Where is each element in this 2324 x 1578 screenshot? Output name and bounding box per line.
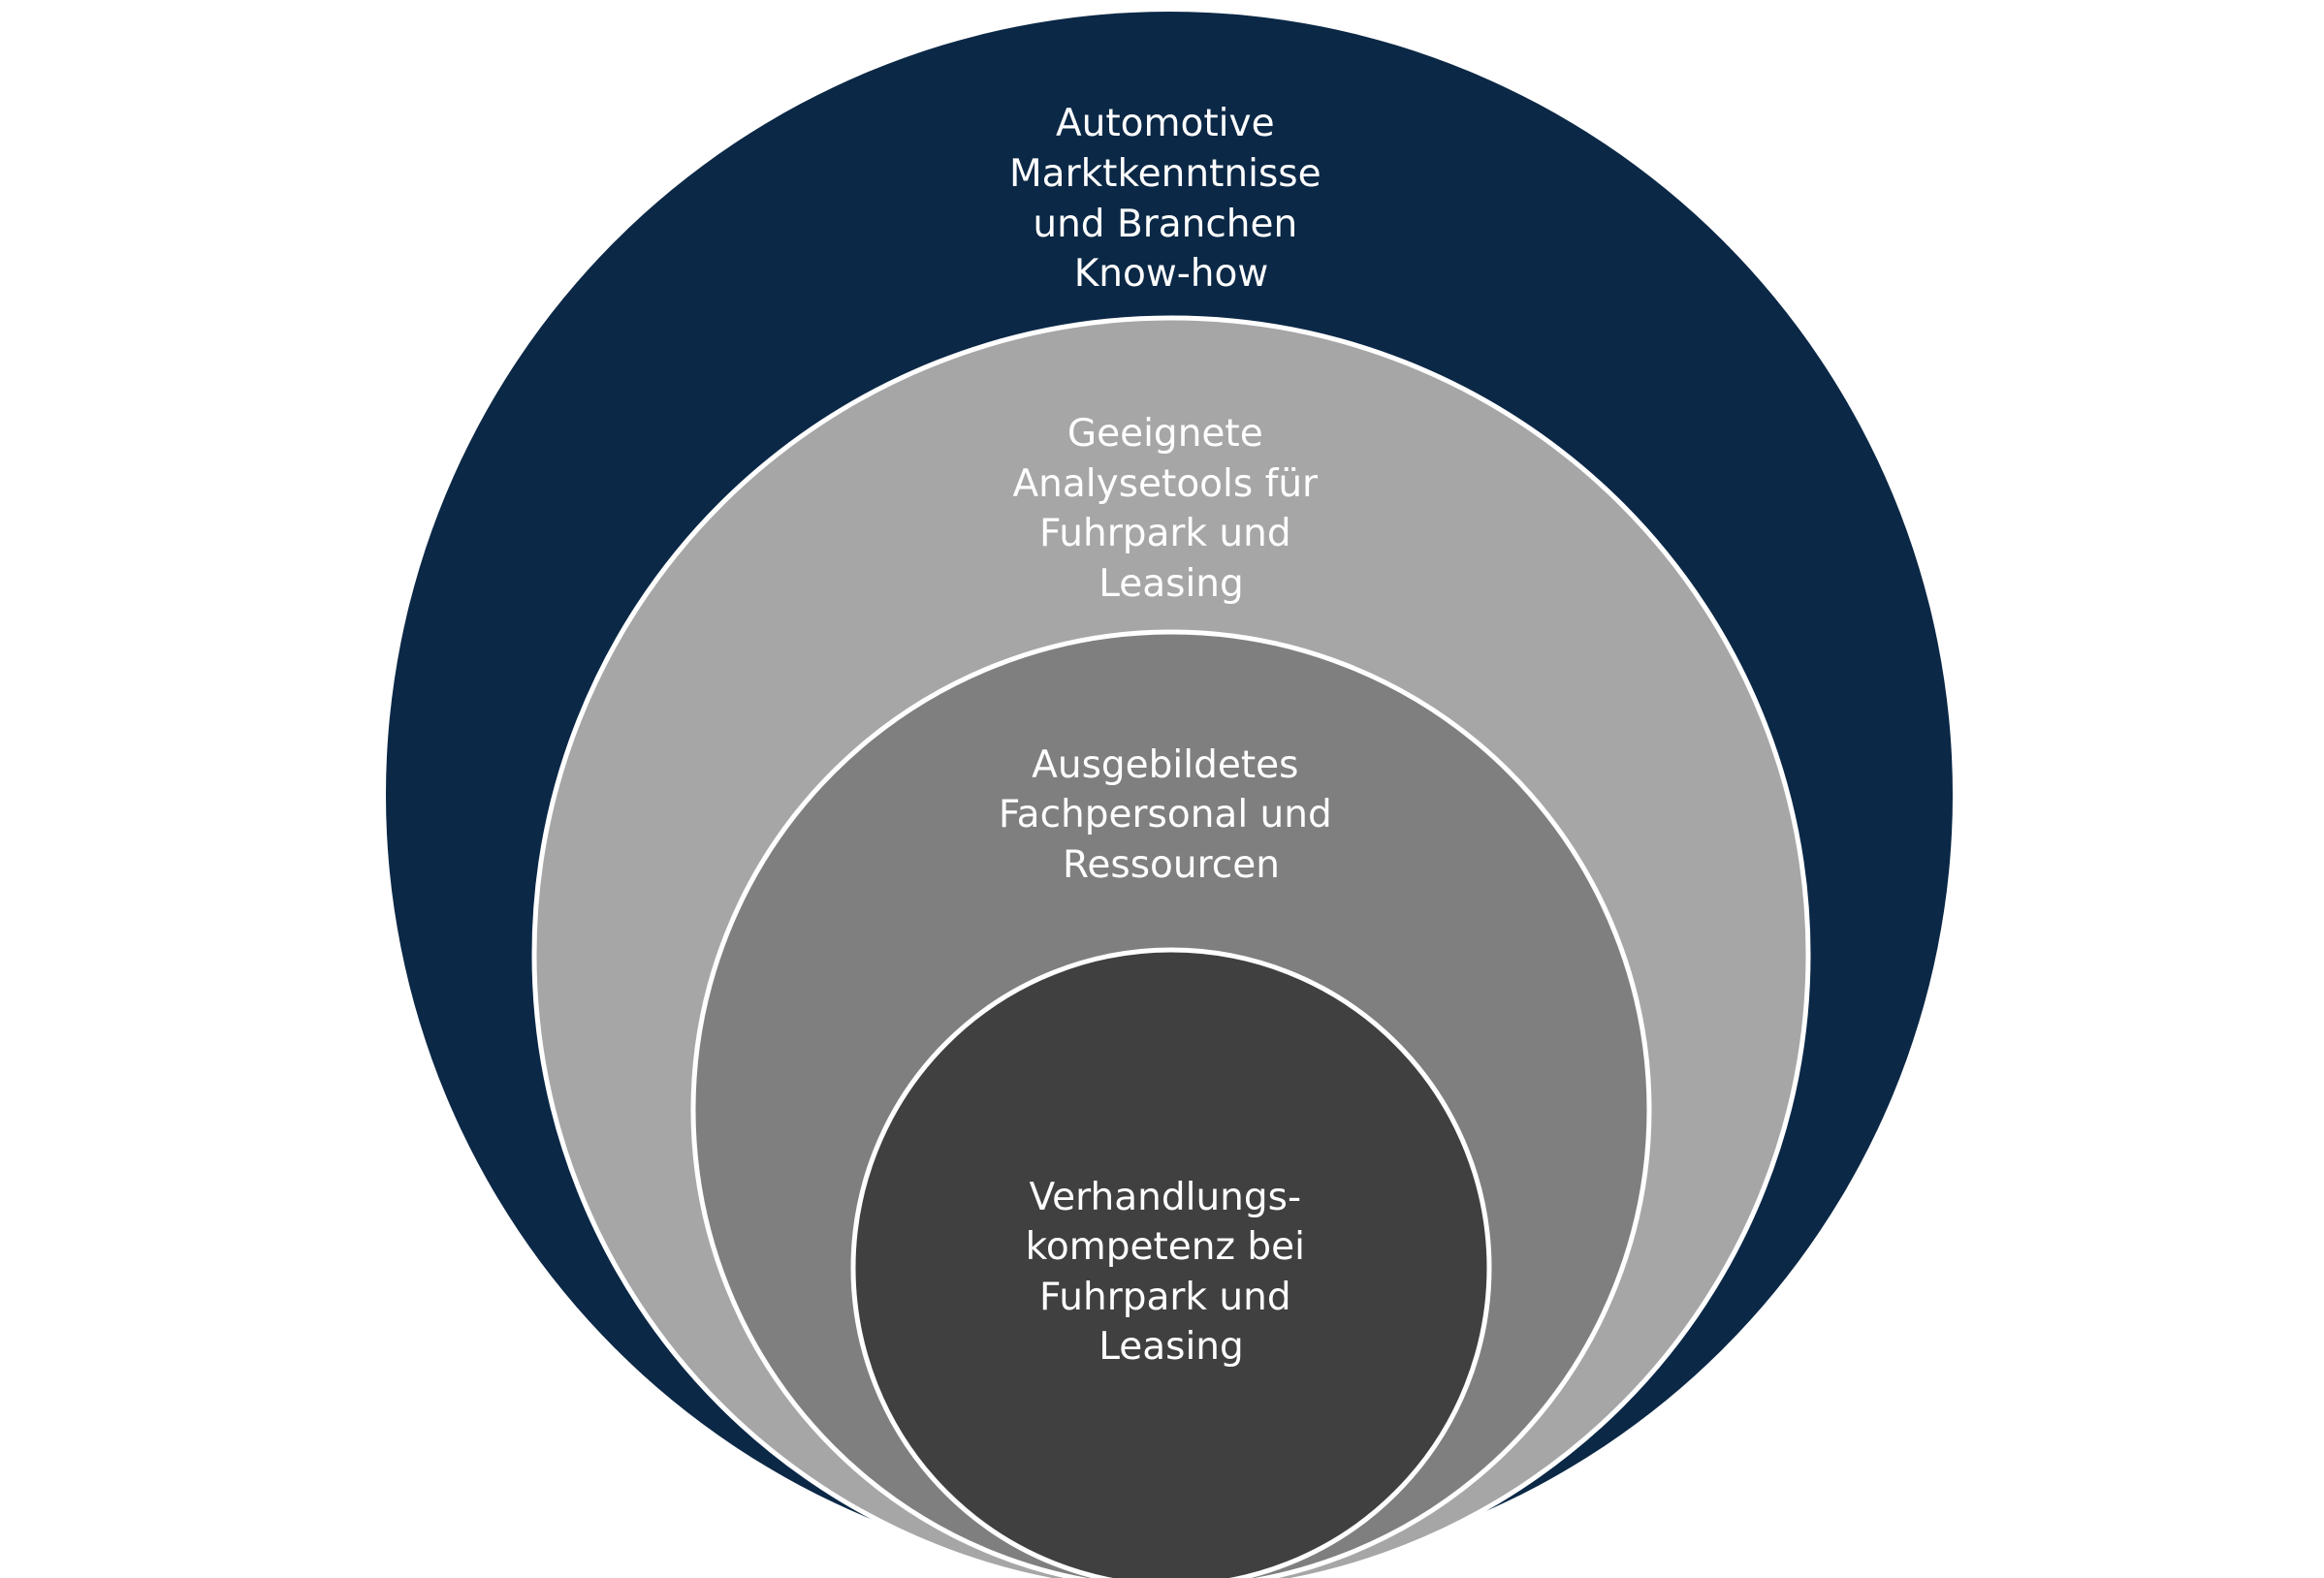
label-inner-line: Fuhrpark und (1039, 1276, 1291, 1319)
label-second: Geeignete Analysetools für Fuhrpark und … (1013, 412, 1330, 606)
label-outer-line: Know-how (1074, 252, 1269, 296)
label-outer-line: und Branchen (1033, 203, 1297, 246)
circle-inner (850, 947, 1492, 1578)
label-second-line: Fuhrpark und (1039, 512, 1291, 555)
label-third-line: Fachpersonal und (999, 793, 1332, 836)
label-second-line: Geeignete (1067, 412, 1263, 456)
label-third: Ausgebildetes Fachpersonal und Ressource… (999, 743, 1344, 887)
label-inner-line: Leasing (1098, 1325, 1244, 1369)
label-second-line: Leasing (1098, 562, 1244, 606)
label-inner-line: Verhandlungs- (1030, 1176, 1302, 1219)
label-third-line: Ausgebildetes (1032, 743, 1298, 787)
label-outer-line: Automotive (1056, 102, 1275, 145)
label-second-line: Analysetools für (1013, 462, 1320, 506)
label-outer-line: Marktkenntnisse (1009, 152, 1321, 196)
label-inner: Verhandlungs- kompetenz bei Fuhrpark und… (1026, 1176, 1318, 1369)
label-third-line: Ressourcen (1063, 843, 1280, 887)
label-inner-line: kompetenz bei (1026, 1225, 1305, 1269)
label-outer: Automotive Marktkenntnisse und Branchen … (1009, 102, 1333, 296)
